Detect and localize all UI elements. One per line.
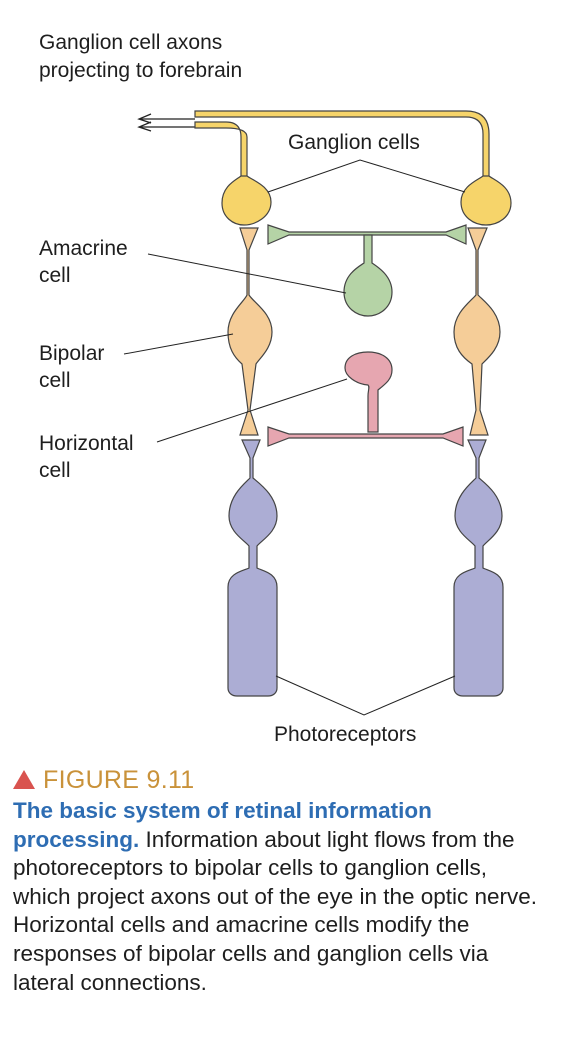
horizontal-cell: [267, 351, 464, 447]
figure-heading: FIGURE 9.11: [13, 764, 543, 796]
photoreceptor-left: [227, 439, 278, 697]
amacrine-label-line1: Amacrine: [39, 237, 128, 260]
retina-diagram: [123, 110, 512, 716]
ganglion-cells-label: Ganglion cells: [288, 131, 420, 154]
bipolar-cell-right: [453, 227, 501, 436]
ganglion-axon-left: [194, 121, 248, 179]
horizontal-label-line2: cell: [39, 459, 71, 482]
bipolar-label-line2: cell: [39, 369, 71, 392]
caption-title: The basic system of retinal information …: [13, 798, 432, 852]
triangle-icon: [13, 770, 35, 789]
ganglion-cell-right: [460, 175, 512, 226]
axons-label-line1: Ganglion cell axons: [39, 31, 223, 54]
ganglion-cell-left: [221, 175, 272, 226]
horizontal-label-line1: Horizontal: [39, 432, 134, 455]
caption-text: Information about light flows from the p…: [13, 826, 538, 995]
figure-caption-block: FIGURE 9.11 The basic system of retinal …: [13, 764, 543, 997]
amacrine-label-line2: cell: [39, 264, 71, 287]
axons-label-line2: projecting to forebrain: [39, 59, 243, 82]
bipolar-label-line1: Bipolar: [39, 342, 105, 365]
photoreceptor-right: [453, 439, 504, 697]
axon-arrows: [137, 113, 195, 132]
figure-number: FIGURE 9.11: [43, 766, 195, 794]
amacrine-cell: [267, 224, 467, 317]
figure-caption: The basic system of retinal information …: [13, 797, 543, 997]
photoreceptors-label: Photoreceptors: [274, 723, 417, 746]
leader-lines: [123, 159, 466, 716]
bipolar-cell-left: [227, 227, 273, 436]
